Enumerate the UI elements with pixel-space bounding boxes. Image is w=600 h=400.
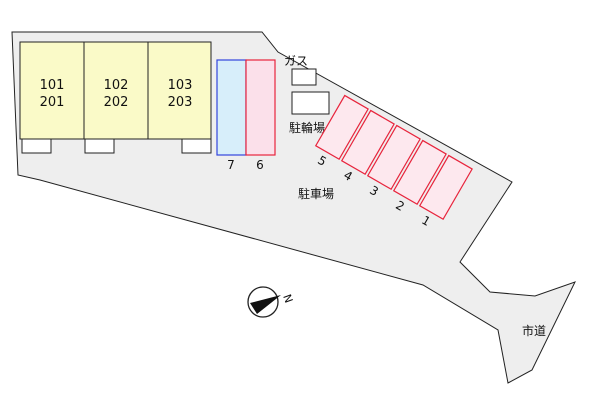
entrance-step [181,138,212,154]
space-number-7: 7 [227,158,235,172]
car-parking-label: 駐車場 [298,186,334,201]
north-arrow-icon: N [247,286,295,318]
building-102-202: 102 202 [83,41,149,140]
entrance-step [84,138,115,154]
unit-label-103: 103 [168,78,193,93]
building-row: 101 201 102 202 103 203 [19,41,212,154]
building-103-203: 103 203 [147,41,212,140]
unit-label-202: 202 [104,95,129,110]
space-number-6: 6 [256,158,264,172]
north-label: N [280,293,295,305]
unit-label-102: 102 [104,78,129,93]
parking-space-7: 7 [216,59,247,172]
gas-label: ガス [284,54,308,68]
entrance-step [21,138,52,154]
unit-label-203: 203 [168,95,193,110]
city-road-label: 市道 [522,323,546,338]
building-101-201: 101 201 [19,41,85,140]
bicycle-parking: 駐輪場 [289,91,330,135]
parking-space-2: 2 [392,139,447,214]
gas-meter: ガス [284,54,317,86]
parking-space-6: 6 [245,59,276,172]
unit-label-201: 201 [40,95,65,110]
bicycle-parking-label: 駐輪場 [289,120,325,135]
unit-label-101: 101 [40,78,65,93]
